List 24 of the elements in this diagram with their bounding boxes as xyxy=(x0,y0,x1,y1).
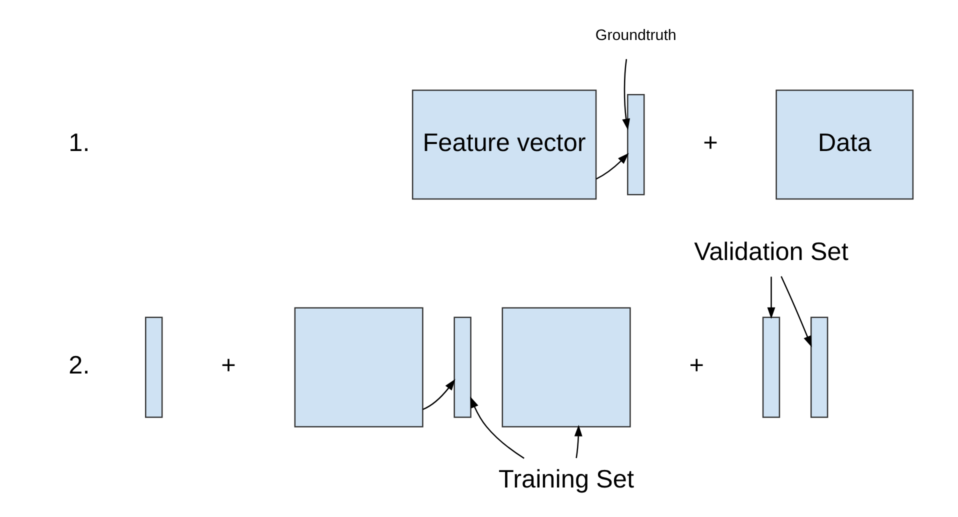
label: 2. xyxy=(68,352,90,380)
label: + xyxy=(689,352,704,380)
arrow xyxy=(622,59,630,130)
arrow xyxy=(767,276,776,319)
arrow xyxy=(596,152,629,180)
arrow xyxy=(470,396,524,459)
node-bar xyxy=(762,316,780,418)
label: 1. xyxy=(68,128,90,157)
node-box: Data xyxy=(776,90,914,200)
arrow xyxy=(780,276,812,348)
node-bar xyxy=(454,316,472,418)
node-bar xyxy=(145,316,163,418)
arrow xyxy=(574,424,582,458)
node-box xyxy=(294,307,424,428)
label: + xyxy=(221,352,236,380)
node-text: Validation Set xyxy=(694,238,848,266)
node-text: Training Set xyxy=(498,465,634,494)
node-box xyxy=(502,307,631,428)
arrow xyxy=(422,379,456,410)
label: + xyxy=(703,128,718,157)
node-text: Groundtruth xyxy=(595,26,676,44)
node-bar xyxy=(810,316,828,418)
node-box: Feature vector xyxy=(412,90,597,200)
node-bar xyxy=(627,94,645,196)
